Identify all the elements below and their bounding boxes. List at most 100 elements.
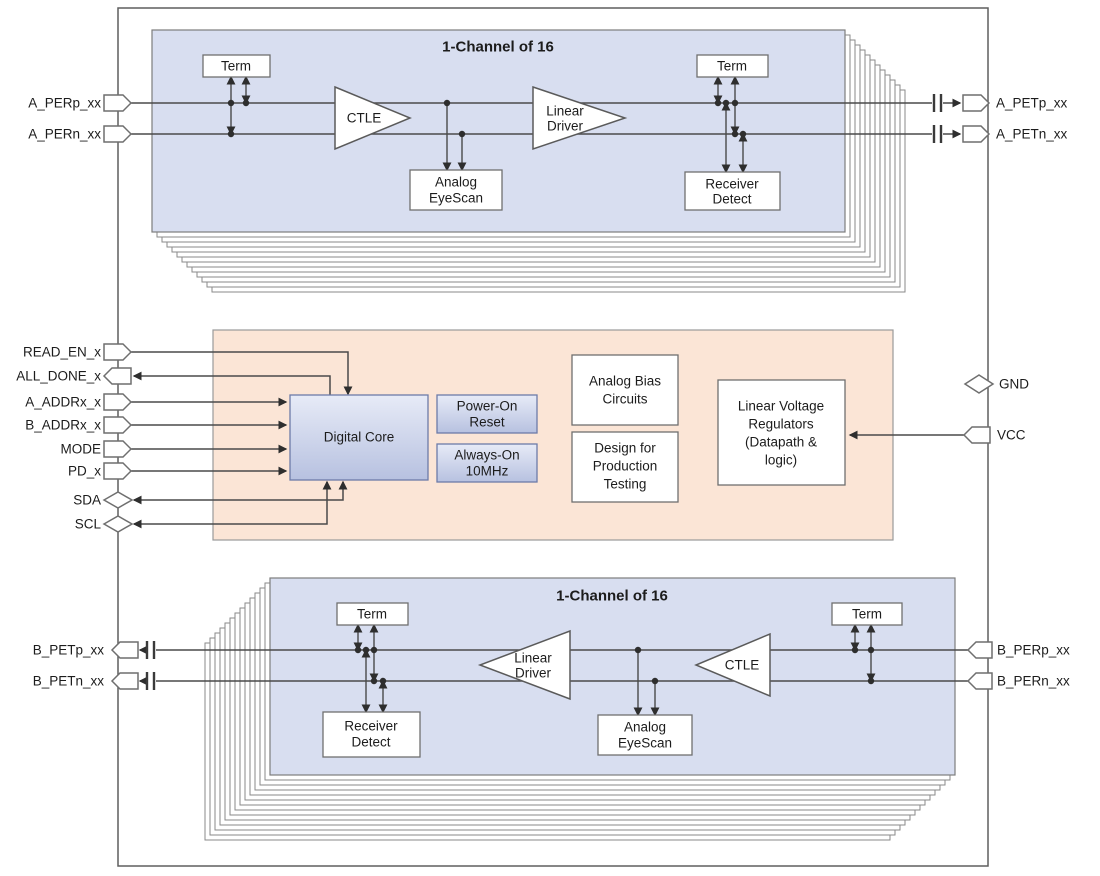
power-on-reset-box <box>436 394 538 434</box>
bottom-channel-title: 1-Channel of 16 <box>556 588 668 605</box>
pin-label-b-pern: B_PERn_xx <box>997 674 1070 689</box>
middle-wires <box>131 351 964 529</box>
eyescan-label-top-1: Analog <box>435 175 477 190</box>
pin-label-a-petn: A_PETn_xx <box>996 127 1068 142</box>
junction-dot <box>379 677 387 685</box>
pin-b-perp <box>966 641 993 659</box>
linear-driver-label-bottom-2: Driver <box>515 666 552 681</box>
linear-driver-label-top-2: Driver <box>547 119 584 134</box>
junction-dot <box>851 646 859 654</box>
dft-label-1: Design for <box>594 441 656 456</box>
capacitor-bottom-n <box>145 672 156 690</box>
lvr-label-4: logic) <box>765 453 797 468</box>
wire-read-en <box>131 351 353 396</box>
por-label-1: Power-On <box>457 399 518 414</box>
pin-sda <box>102 491 134 509</box>
receiver-detect-box-bottom <box>322 711 421 758</box>
term-label-bottom-left: Term <box>357 607 387 622</box>
linear-driver-label-top-1: Linear <box>546 104 584 119</box>
junction-dot <box>651 677 659 685</box>
term-label-top-left: Term <box>221 59 251 74</box>
always-on-10mhz-box <box>436 443 538 483</box>
junction-dot <box>227 99 235 107</box>
pin-label-read-en: READ_EN_x <box>23 345 101 360</box>
rxdetect-label-bottom-2: Detect <box>351 735 390 750</box>
junction-dot <box>867 646 875 654</box>
pin-a-petp <box>962 94 991 112</box>
capacitor-bottom-p <box>145 641 156 659</box>
top-channel-wires <box>131 94 962 143</box>
junction-dot <box>867 677 875 685</box>
rxdetect-label-top-1: Receiver <box>705 177 759 192</box>
junction-dot <box>370 646 378 654</box>
junction-dot <box>354 646 362 654</box>
receiver-detect-box-top <box>684 171 781 211</box>
eyescan-label-top-2: EyeScan <box>429 191 483 206</box>
capacitor-top-n <box>932 125 943 143</box>
junction-dot <box>227 130 235 138</box>
pin-a-pern <box>103 125 133 143</box>
pin-label-b-petp: B_PETp_xx <box>33 643 105 658</box>
ctle-triangle-top <box>334 85 412 151</box>
pin-pd <box>103 462 133 480</box>
pin-a-addr <box>103 393 133 411</box>
ctle-triangle-bottom <box>694 632 771 698</box>
pin-label-scl: SCL <box>75 517 102 532</box>
lvr-label-3: (Datapath & <box>745 435 817 450</box>
pin-label-sda: SDA <box>73 493 101 508</box>
wire-scl <box>132 480 332 529</box>
dft-label-2: Production <box>593 459 658 474</box>
pin-b-petp <box>110 641 139 659</box>
junction-dot <box>362 646 370 654</box>
pins <box>102 94 995 690</box>
pin-label-mode: MODE <box>61 442 102 457</box>
pin-gnd <box>963 374 995 394</box>
dft-label-3: Testing <box>604 477 647 492</box>
junction-dot <box>731 99 739 107</box>
capacitor-top-p <box>932 94 943 112</box>
always-on-label-1: Always-On <box>454 448 519 463</box>
analog-bias-label-2: Circuits <box>602 392 647 407</box>
digital-core-box <box>289 394 429 481</box>
linear-voltage-regulators-box <box>717 379 846 486</box>
term-box-bottom-right <box>831 602 903 626</box>
eyescan-label-bottom-2: EyeScan <box>618 736 672 751</box>
pin-label-vcc: VCC <box>997 428 1026 443</box>
pin-read-en <box>103 343 133 361</box>
term-box-top-right <box>696 54 769 78</box>
pin-a-petn <box>962 125 991 143</box>
term-label-top-right: Term <box>717 59 747 74</box>
rxdetect-label-bottom-1: Receiver <box>344 719 398 734</box>
pin-label-a-addr: A_ADDRx_x <box>25 395 101 410</box>
junction-dot <box>739 130 747 138</box>
pin-label-b-addr: B_ADDRx_x <box>25 418 101 433</box>
pin-label-pd: PD_x <box>68 464 101 479</box>
pin-label-b-perp: B_PERp_xx <box>997 643 1070 658</box>
pin-b-addr <box>103 416 133 434</box>
ctle-label-bottom: CTLE <box>725 658 760 673</box>
rxdetect-label-top-2: Detect <box>712 192 751 207</box>
lvr-label-1: Linear Voltage <box>738 399 824 414</box>
always-on-label-2: 10MHz <box>466 464 509 479</box>
junction-dot <box>634 646 642 654</box>
junction-dot <box>722 99 730 107</box>
analog-eyescan-box-top <box>409 169 503 211</box>
digital-core-label: Digital Core <box>324 430 395 445</box>
junction-dot <box>443 99 451 107</box>
top-channel-title: 1-Channel of 16 <box>442 39 554 56</box>
linear-driver-label-bottom-1: Linear <box>514 651 552 666</box>
lvr-label-2: Regulators <box>748 417 814 432</box>
wire-all-done <box>132 371 331 395</box>
junction-dot <box>242 99 250 107</box>
term-label-bottom-right: Term <box>852 607 882 622</box>
pin-label-b-petn: B_PETn_xx <box>33 674 105 689</box>
linear-driver-triangle-bottom <box>477 629 571 701</box>
pin-label-a-pern: A_PERn_xx <box>28 127 101 142</box>
junction-dot <box>458 130 466 138</box>
pin-mode <box>103 440 133 458</box>
analog-bias-box <box>571 354 679 426</box>
pin-vcc <box>962 426 991 444</box>
analog-bias-label-1: Analog Bias <box>589 374 661 389</box>
pin-label-a-petp: A_PETp_xx <box>996 96 1068 111</box>
